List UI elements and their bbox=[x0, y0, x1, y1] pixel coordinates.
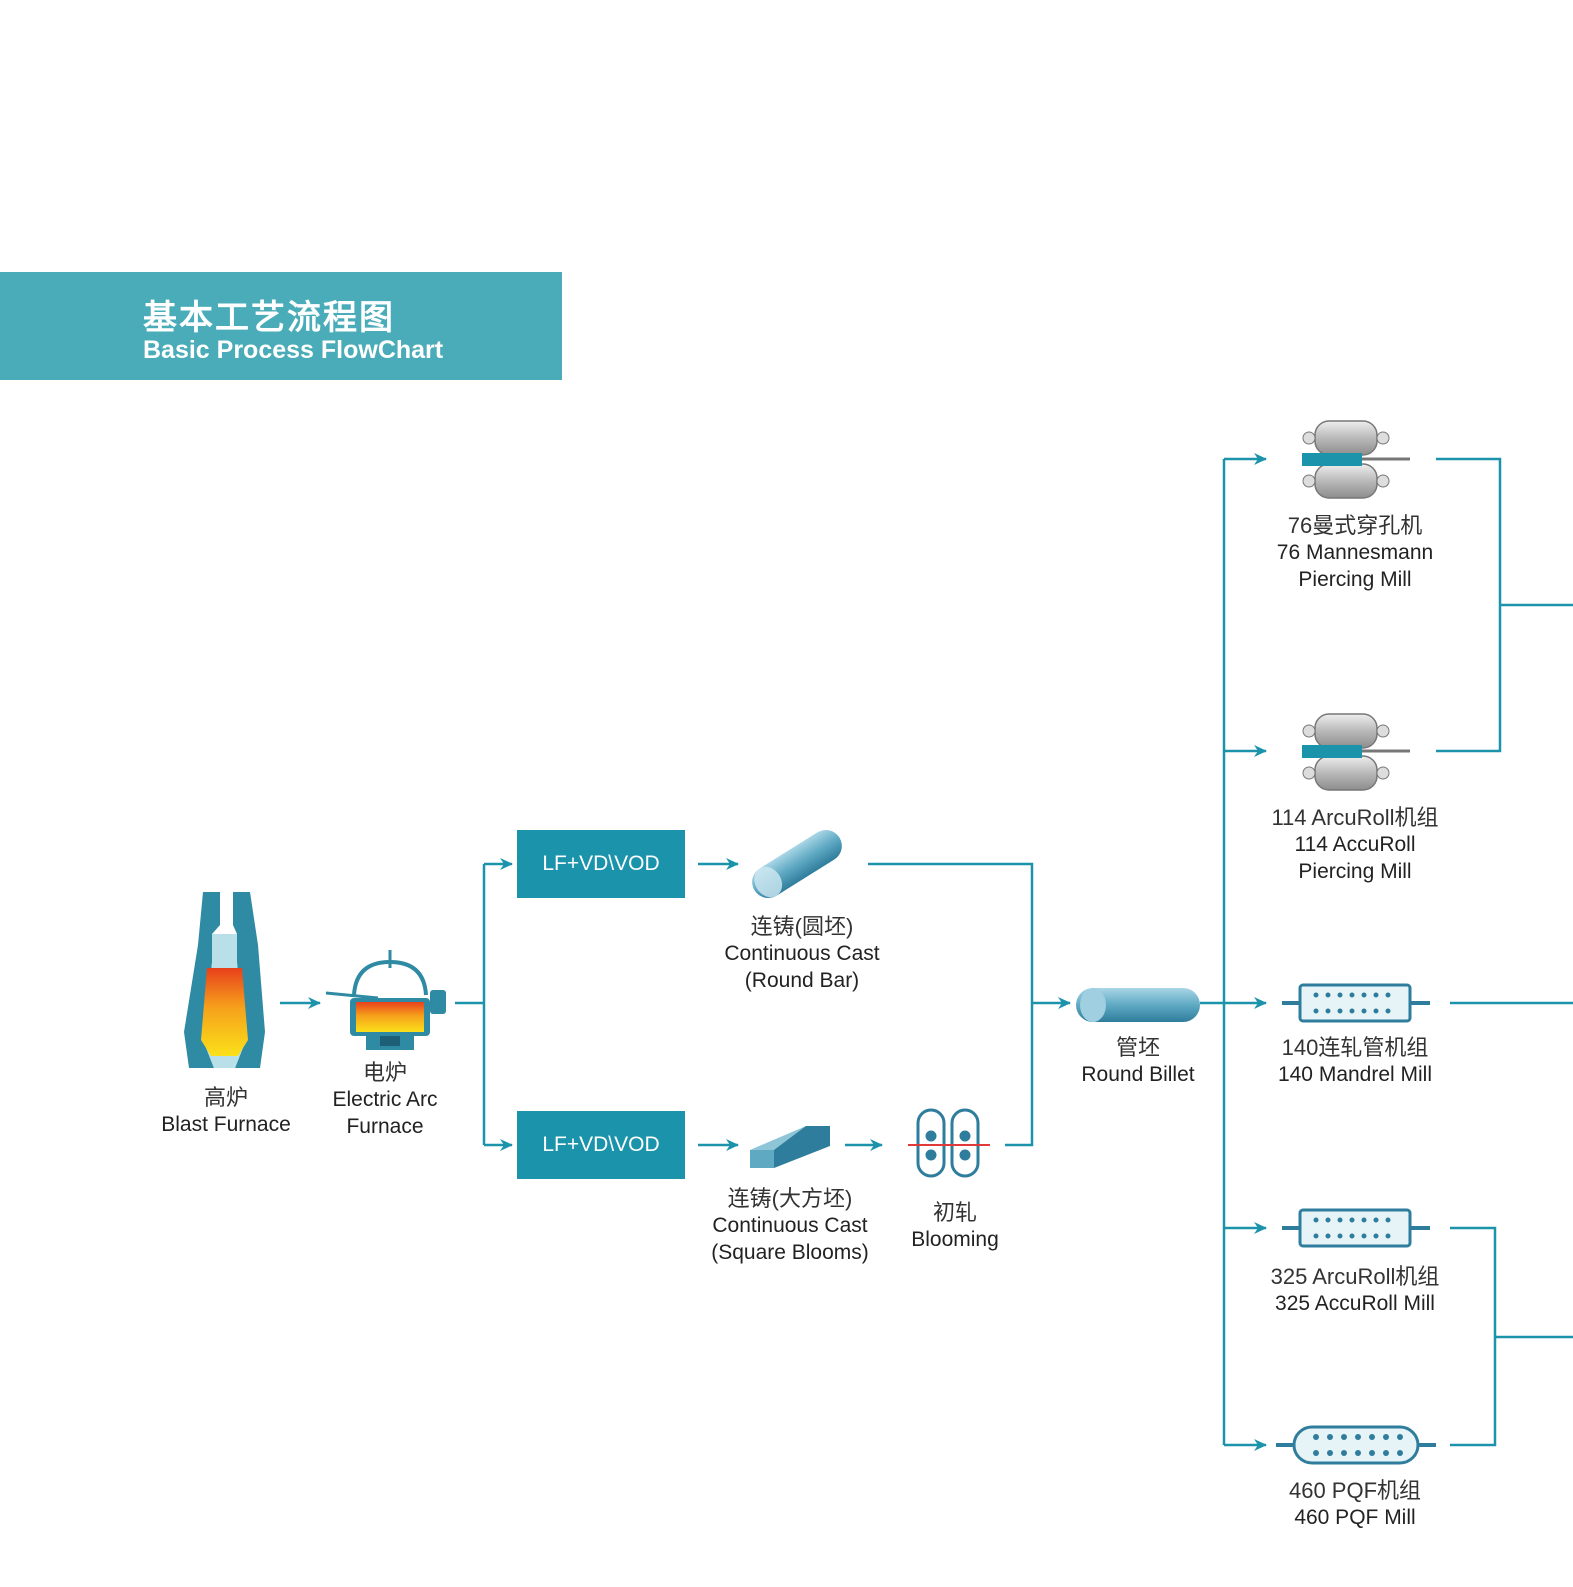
mill-114-label: 114 ArcuRoll机组 114 AccuRoll Piercing Mil… bbox=[1255, 804, 1455, 885]
piercing-mill-icon-114 bbox=[1302, 713, 1410, 791]
cc-square-en-line1: Continuous Cast bbox=[712, 1214, 868, 1237]
blooming-mill-icon bbox=[908, 1108, 990, 1178]
cc-round-en-line1: Continuous Cast bbox=[724, 942, 880, 965]
mill-76-en-line1: 76 Mannesmann bbox=[1276, 541, 1434, 564]
blooming-zh: 初轧 bbox=[932, 1200, 977, 1225]
mill-460-en: 460 PQF Mill bbox=[1294, 1506, 1416, 1529]
cc-square-label: 连铸(大方坯) Continuous Cast (Square Blooms) bbox=[690, 1185, 890, 1266]
cc-square-zh: 连铸(大方坯) bbox=[727, 1186, 853, 1211]
square-bloom-icon bbox=[750, 1126, 830, 1168]
blooming-en: Blooming bbox=[911, 1228, 999, 1251]
mill-325-label: 325 ArcuRoll机组 325 AccuRoll Mill bbox=[1255, 1263, 1455, 1317]
mill-114-zh: 114 ArcuRoll机组 bbox=[1271, 805, 1439, 830]
output-76-114 bbox=[1436, 457, 1502, 753]
blast-furnace-zh: 高炉 bbox=[203, 1085, 248, 1110]
mill-325-en: 325 AccuRoll Mill bbox=[1275, 1292, 1435, 1315]
eaf-en-line1: Electric Arc bbox=[332, 1088, 438, 1111]
refining-box-bottom: LF+VD\VOD bbox=[517, 1111, 685, 1179]
mill-140-en: 140 Mandrel Mill bbox=[1277, 1063, 1433, 1086]
round-billet-label: 管坯 Round Billet bbox=[1068, 1034, 1208, 1088]
pqf-mill-icon bbox=[1276, 1425, 1436, 1465]
round-billet-zh: 管坯 bbox=[1115, 1035, 1160, 1060]
cc-round-zh: 连铸(圆坯) bbox=[750, 914, 854, 939]
mill-325-zh: 325 ArcuRoll机组 bbox=[1270, 1264, 1440, 1289]
round-bar-icon bbox=[752, 829, 842, 899]
refining-box-top: LF+VD\VOD bbox=[517, 830, 685, 898]
title-zh: 基本工艺流程图 bbox=[143, 299, 395, 337]
mill-114-en-line2: Piercing Mill bbox=[1298, 860, 1412, 883]
electric-arc-furnace-icon bbox=[325, 950, 446, 1050]
piercing-mill-icon-76 bbox=[1302, 420, 1410, 499]
cc-round-label: 连铸(圆坯) Continuous Cast (Round Bar) bbox=[702, 913, 902, 994]
cc-round-en-line2: (Round Bar) bbox=[744, 969, 860, 992]
round-billet-icon bbox=[1076, 988, 1200, 1022]
eaf-en-line2: Furnace bbox=[346, 1115, 424, 1138]
output-325-460 bbox=[1450, 1226, 1497, 1447]
cc-square-en-line2: (Square Blooms) bbox=[711, 1241, 869, 1264]
connector-round-merge bbox=[868, 862, 1034, 1147]
title-en: Basic Process FlowChart bbox=[143, 336, 444, 364]
mill-460-label: 460 PQF机组 460 PQF Mill bbox=[1255, 1477, 1455, 1531]
mill-76-en-line2: Piercing Mill bbox=[1298, 568, 1412, 591]
blast-furnace-en: Blast Furnace bbox=[161, 1113, 291, 1136]
mill-76-label: 76曼式穿孔机 76 Mannesmann Piercing Mill bbox=[1255, 512, 1455, 593]
mill-460-zh: 460 PQF机组 bbox=[1288, 1478, 1422, 1503]
round-billet-en: Round Billet bbox=[1081, 1063, 1195, 1086]
blooming-label: 初轧 Blooming bbox=[895, 1199, 1015, 1253]
accuroll-mill-icon bbox=[1282, 1208, 1430, 1248]
mill-140-zh: 140连轧管机组 bbox=[1281, 1035, 1429, 1060]
eaf-zh: 电炉 bbox=[362, 1060, 407, 1085]
mill-76-zh: 76曼式穿孔机 bbox=[1287, 513, 1423, 538]
eaf-label: 电炉 Electric Arc Furnace bbox=[310, 1059, 460, 1140]
mill-140-label: 140连轧管机组 140 Mandrel Mill bbox=[1255, 1034, 1455, 1088]
blast-furnace-label: 高炉 Blast Furnace bbox=[146, 1084, 306, 1138]
header-banner: 基本工艺流程图 Basic Process FlowChart bbox=[0, 272, 562, 380]
mandrel-mill-icon bbox=[1282, 983, 1430, 1023]
mill-114-en-line1: 114 AccuRoll bbox=[1294, 833, 1416, 856]
blast-furnace-icon bbox=[184, 892, 265, 1068]
